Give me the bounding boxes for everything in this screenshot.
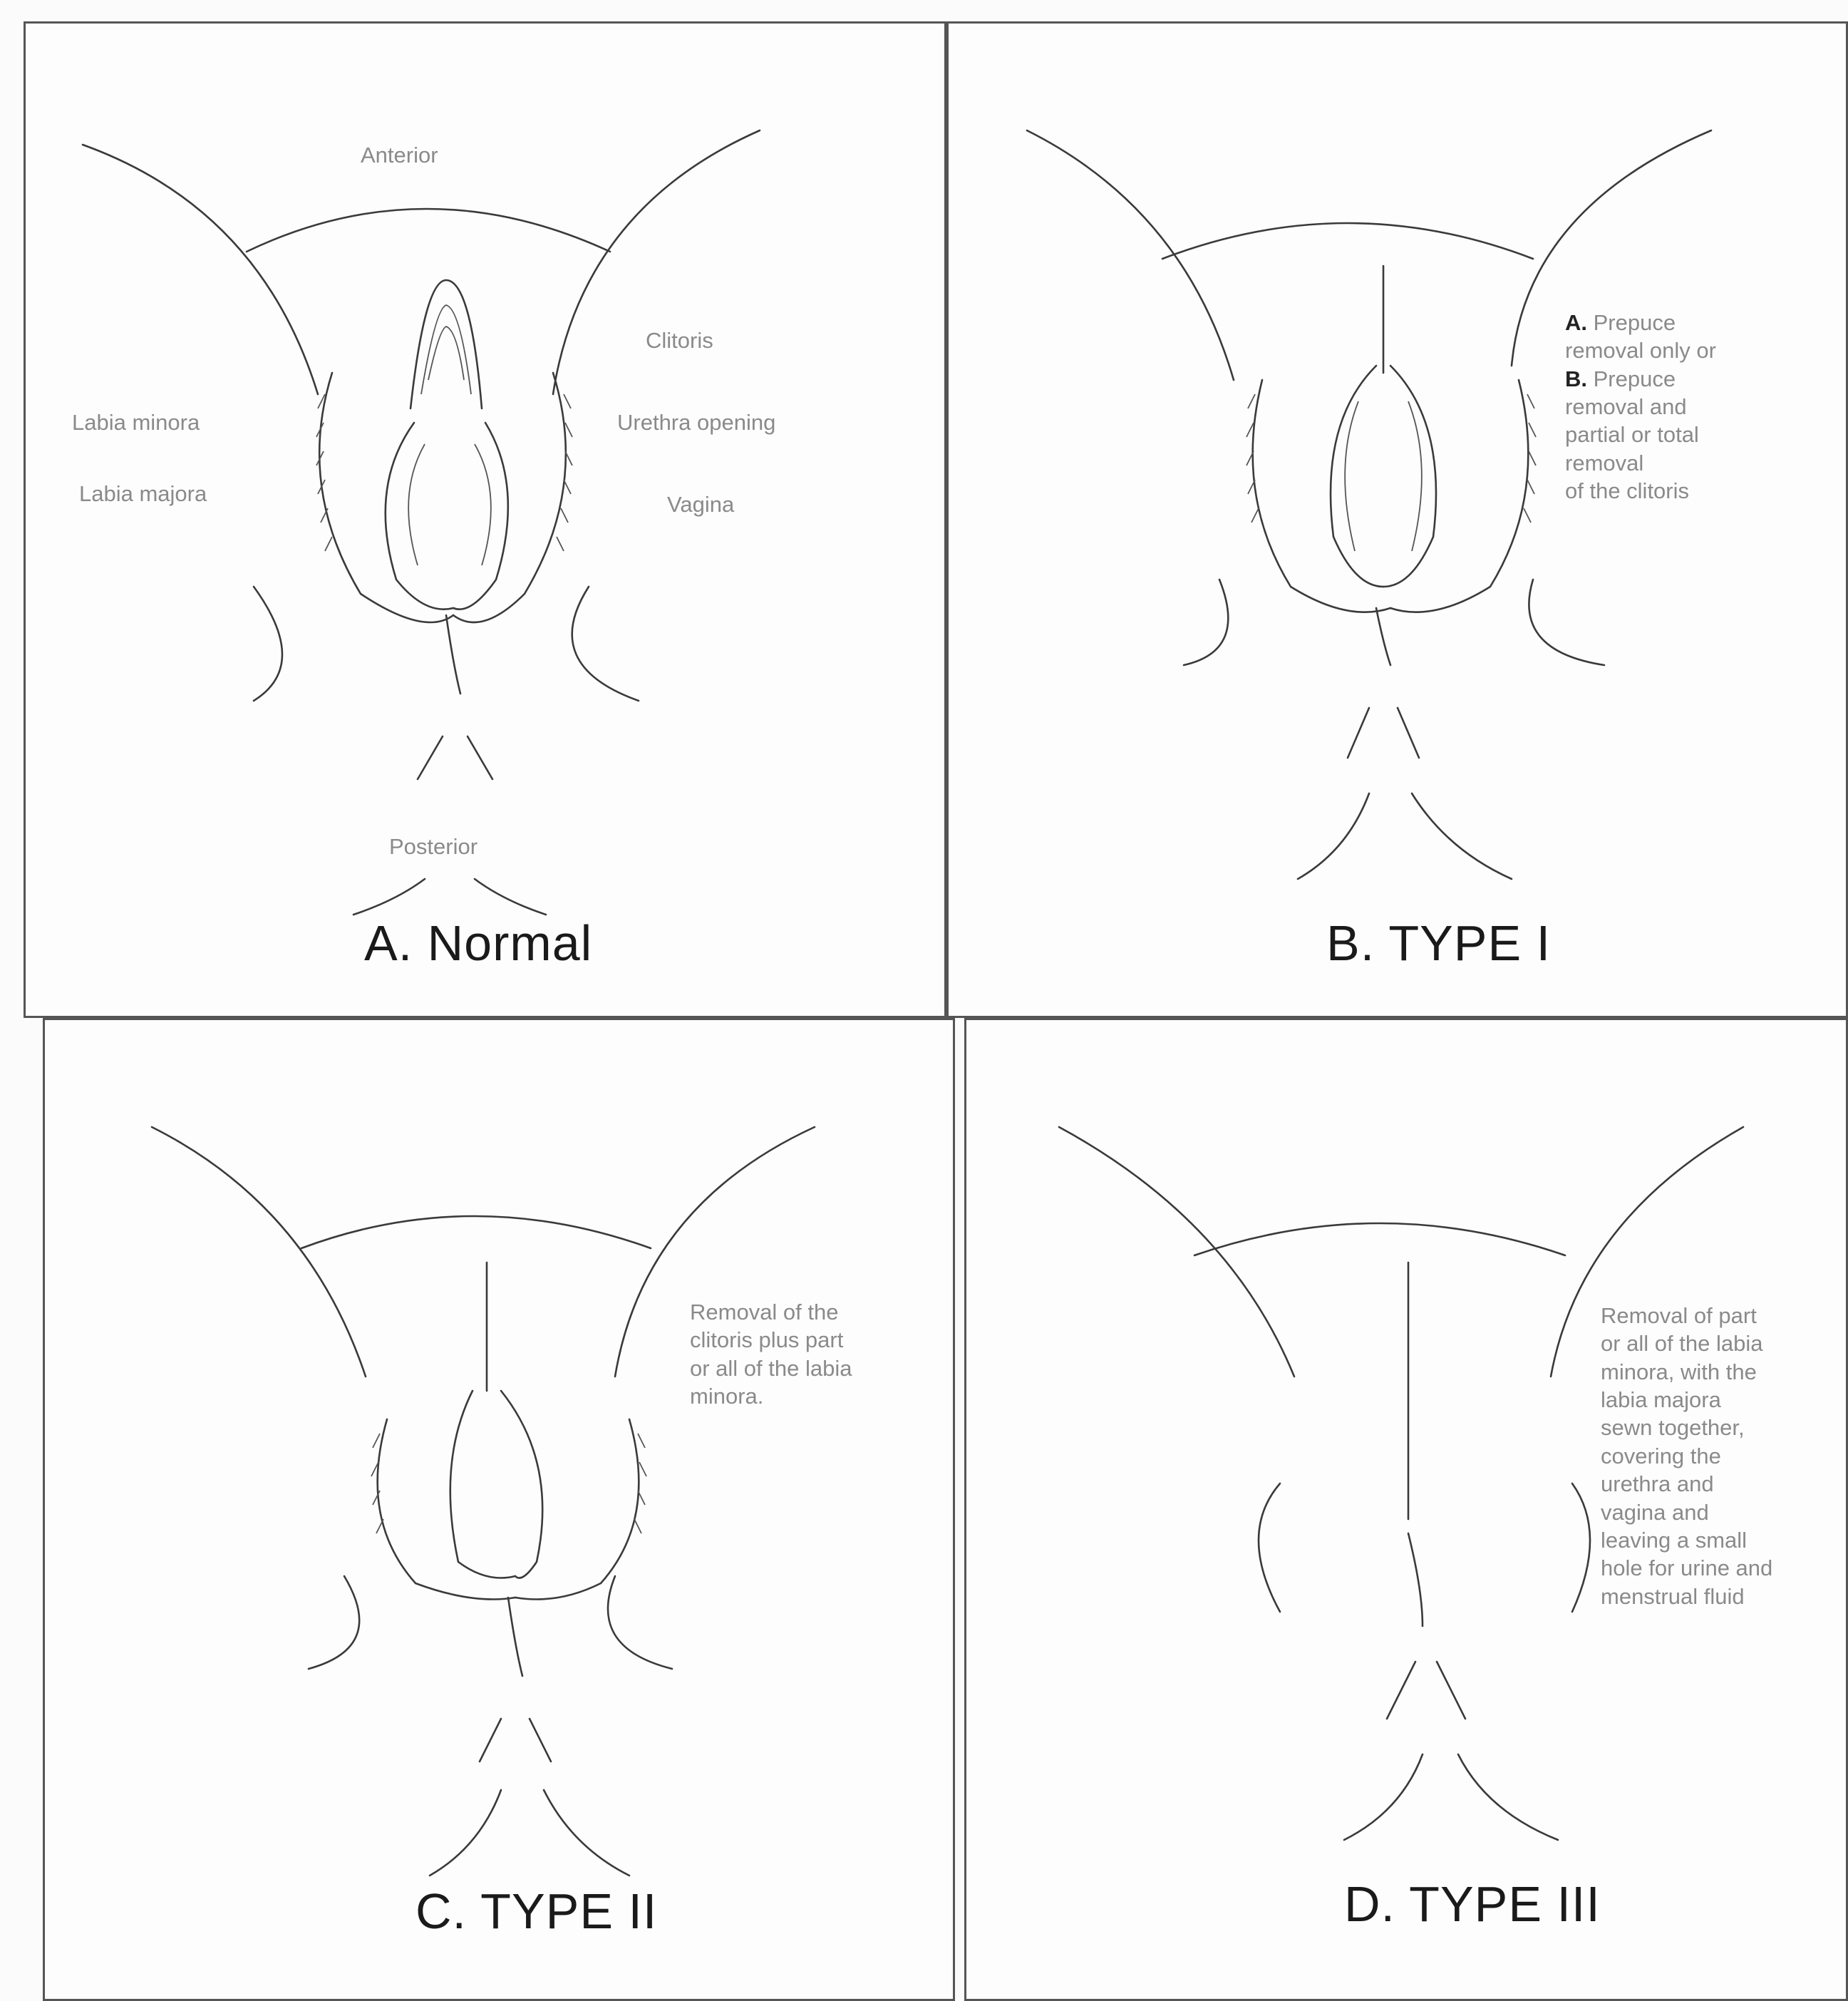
type-2-line-2: clitoris plus part <box>690 1326 852 1354</box>
type-2-line-3: or all of the labia <box>690 1354 852 1382</box>
type-3-description: Removal of part or all of the labia mino… <box>1601 1302 1772 1610</box>
panel-title-type-2: C. TYPE II <box>415 1883 657 1940</box>
type-3-line-11: menstrual fluid <box>1601 1583 1772 1610</box>
type-2-line-1: Removal of the <box>690 1298 852 1326</box>
label-anterior: Anterior <box>361 141 438 169</box>
type-2-description: Removal of the clitoris plus part or all… <box>690 1298 852 1410</box>
panel-title-normal: A. Normal <box>364 915 592 972</box>
type-1-line-2: removal only or <box>1565 336 1716 364</box>
type-3-line-10: hole for urine and <box>1601 1554 1772 1582</box>
normal-anatomy-drawing <box>26 24 944 1016</box>
option-b-marker: B. <box>1565 366 1587 391</box>
type-3-line-9: leaving a small <box>1601 1526 1772 1554</box>
type-3-line-1: Removal of part <box>1601 1302 1772 1329</box>
type-1-line-5: partial or total <box>1565 421 1716 448</box>
type-2-line-4: minora. <box>690 1382 852 1410</box>
type-1-description: A. Prepuce removal only or B. Prepuce re… <box>1565 309 1716 505</box>
label-labia-minora: Labia minora <box>72 408 200 436</box>
type-3-line-4: labia majora <box>1601 1386 1772 1414</box>
type-3-line-2: or all of the labia <box>1601 1329 1772 1357</box>
type-1-line-6: removal <box>1565 449 1716 477</box>
option-b-word: Prepuce <box>1594 366 1676 391</box>
type-3-line-5: sewn together, <box>1601 1414 1772 1441</box>
type-1-line-7: of the clitoris <box>1565 477 1716 505</box>
type-1-line-4: removal and <box>1565 393 1716 421</box>
label-vagina: Vagina <box>667 490 734 518</box>
option-a-word: Prepuce <box>1594 310 1676 335</box>
panel-title-type-3: D. TYPE III <box>1344 1876 1601 1933</box>
type-3-line-8: vagina and <box>1601 1498 1772 1526</box>
panel-type-2: Removal of the clitoris plus part or all… <box>43 1018 955 2001</box>
label-clitoris: Clitoris <box>646 326 713 354</box>
type-1-drawing <box>949 24 1848 1016</box>
label-urethra-opening: Urethra opening <box>617 408 775 436</box>
panel-type-3: Removal of part or all of the labia mino… <box>964 1018 1848 2001</box>
type-3-line-6: covering the <box>1601 1442 1772 1470</box>
panel-normal: Anterior Clitoris Labia minora Urethra o… <box>24 21 946 1018</box>
type-3-line-3: minora, with the <box>1601 1358 1772 1386</box>
option-a-marker: A. <box>1565 310 1587 335</box>
label-posterior: Posterior <box>389 833 478 860</box>
type-2-drawing <box>45 1020 953 1999</box>
type-3-line-7: urethra and <box>1601 1470 1772 1498</box>
panel-type-1: A. Prepuce removal only or B. Prepuce re… <box>946 21 1848 1018</box>
label-labia-majora: Labia majora <box>79 480 207 508</box>
panel-title-type-1: B. TYPE I <box>1326 915 1551 972</box>
